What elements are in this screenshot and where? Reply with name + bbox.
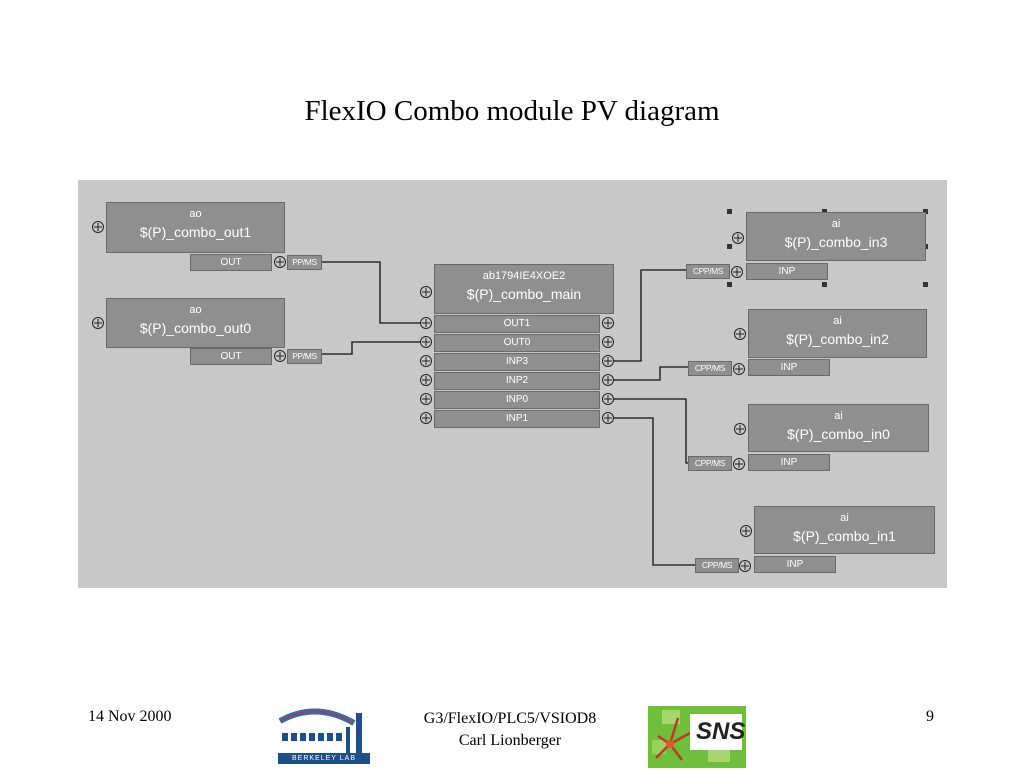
link-cpp-ms[interactable]: CPP/MS <box>695 558 739 573</box>
port-icon[interactable] <box>602 317 614 329</box>
logo-text: BERKELEY LAB <box>291 755 356 762</box>
port-icon[interactable] <box>740 525 752 537</box>
port-icon[interactable] <box>92 221 104 233</box>
footer-doc: G3/FlexIO/PLC5/VSIOD8 <box>423 710 597 727</box>
selection-handle[interactable] <box>727 282 732 287</box>
port-icon[interactable] <box>733 458 745 470</box>
port-icon[interactable] <box>602 355 614 367</box>
field-inp[interactable]: INP <box>754 556 836 573</box>
wire-main-inp1 <box>614 417 695 566</box>
record-type: ai <box>831 218 841 230</box>
link-cpp-ms[interactable]: CPP/MS <box>688 361 732 376</box>
field-inp[interactable]: INP <box>748 454 830 471</box>
record-name: $(P)_combo_out0 <box>139 320 252 336</box>
wire-main-inp2 <box>614 366 688 381</box>
wire-out1-to-main <box>322 261 420 324</box>
record-in0[interactable]: ai $(P)_combo_in0 <box>748 404 929 452</box>
selection-handle[interactable] <box>822 282 827 287</box>
port-icon[interactable] <box>731 266 743 278</box>
berkeley-lab-logo: BERKELEY LAB <box>276 703 376 765</box>
port-icon[interactable] <box>732 232 744 244</box>
port-icon[interactable] <box>420 393 432 405</box>
port-icon[interactable] <box>420 286 432 298</box>
port-icon[interactable] <box>602 336 614 348</box>
port-icon[interactable] <box>420 317 432 329</box>
selection-handle[interactable] <box>822 209 827 214</box>
port-icon[interactable] <box>602 374 614 386</box>
record-type: ao <box>189 304 202 316</box>
sns-logo-text: SNS <box>696 718 746 745</box>
record-type: ab1794IE4XOE2 <box>482 270 566 282</box>
field-inp[interactable]: INP <box>748 359 830 376</box>
link-pp-ms[interactable]: PP/MS <box>287 349 322 364</box>
port-icon[interactable] <box>274 256 286 268</box>
link-cpp-ms[interactable]: CPP/MS <box>688 456 732 471</box>
record-out0[interactable]: ao $(P)_combo_out0 <box>106 298 285 348</box>
footer-author: Carl Lionberger <box>458 732 562 749</box>
footer-date: 14 Nov 2000 <box>88 708 172 725</box>
field-inp2[interactable]: INP2 <box>434 372 600 390</box>
field-out[interactable]: OUT <box>190 254 272 271</box>
wire-out0-to-main <box>322 341 420 355</box>
port-icon[interactable] <box>420 374 432 386</box>
port-icon[interactable] <box>420 355 432 367</box>
wire-main-inp3 <box>614 269 686 362</box>
page-number: 9 <box>926 708 934 725</box>
record-type: ao <box>189 208 202 220</box>
port-icon[interactable] <box>734 328 746 340</box>
selection-handle[interactable] <box>923 282 928 287</box>
port-icon[interactable] <box>420 336 432 348</box>
port-icon[interactable] <box>733 363 745 375</box>
record-in1[interactable]: ai $(P)_combo_in1 <box>754 506 935 554</box>
selection-handle[interactable] <box>727 244 732 249</box>
record-type: ai <box>840 512 849 524</box>
field-out[interactable]: OUT <box>190 348 272 365</box>
port-icon[interactable] <box>602 393 614 405</box>
slide-title: FlexIO Combo module PV diagram <box>304 95 720 127</box>
connection-wires <box>322 261 695 566</box>
port-icon[interactable] <box>602 412 614 424</box>
record-in2[interactable]: ai $(P)_combo_in2 <box>748 309 927 358</box>
field-inp1[interactable]: INP1 <box>434 410 600 428</box>
link-cpp-ms[interactable]: CPP/MS <box>686 264 730 279</box>
record-name: $(P)_combo_main <box>466 286 582 302</box>
footer-center: G3/FlexIO/PLC5/VSIOD8 Carl Lionberger <box>380 708 640 752</box>
record-name: $(P)_combo_in3 <box>784 234 888 250</box>
record-name: $(P)_combo_in2 <box>786 331 889 347</box>
wire-main-inp0 <box>614 398 688 464</box>
record-name: $(P)_combo_in0 <box>787 426 890 442</box>
selection-handle[interactable] <box>923 209 928 214</box>
record-name: $(P)_combo_out1 <box>139 224 252 240</box>
record-out1[interactable]: ao $(P)_combo_out1 <box>106 202 285 253</box>
field-out1[interactable]: OUT1 <box>434 315 600 333</box>
record-type: ai <box>834 410 843 422</box>
link-pp-ms[interactable]: PP/MS <box>287 255 322 270</box>
field-inp3[interactable]: INP3 <box>434 353 600 371</box>
port-icon[interactable] <box>739 560 751 572</box>
field-out0[interactable]: OUT0 <box>434 334 600 352</box>
diagram-canvas: ao $(P)_combo_out1 OUT PP/MS ao $(P)_com… <box>78 180 947 588</box>
record-name: $(P)_combo_in1 <box>793 528 896 544</box>
port-icon[interactable] <box>274 350 286 362</box>
record-in3[interactable]: ai $(P)_combo_in3 <box>746 212 926 261</box>
record-main[interactable]: ab1794IE4XOE2 $(P)_combo_main <box>434 264 614 314</box>
port-icon[interactable] <box>420 412 432 424</box>
selection-handle[interactable] <box>727 209 732 214</box>
sns-logo: SNS <box>648 706 746 768</box>
port-icon[interactable] <box>92 317 104 329</box>
field-inp[interactable]: INP <box>746 263 828 280</box>
port-icon[interactable] <box>734 423 746 435</box>
field-inp0[interactable]: INP0 <box>434 391 600 409</box>
record-type: ai <box>833 315 842 327</box>
